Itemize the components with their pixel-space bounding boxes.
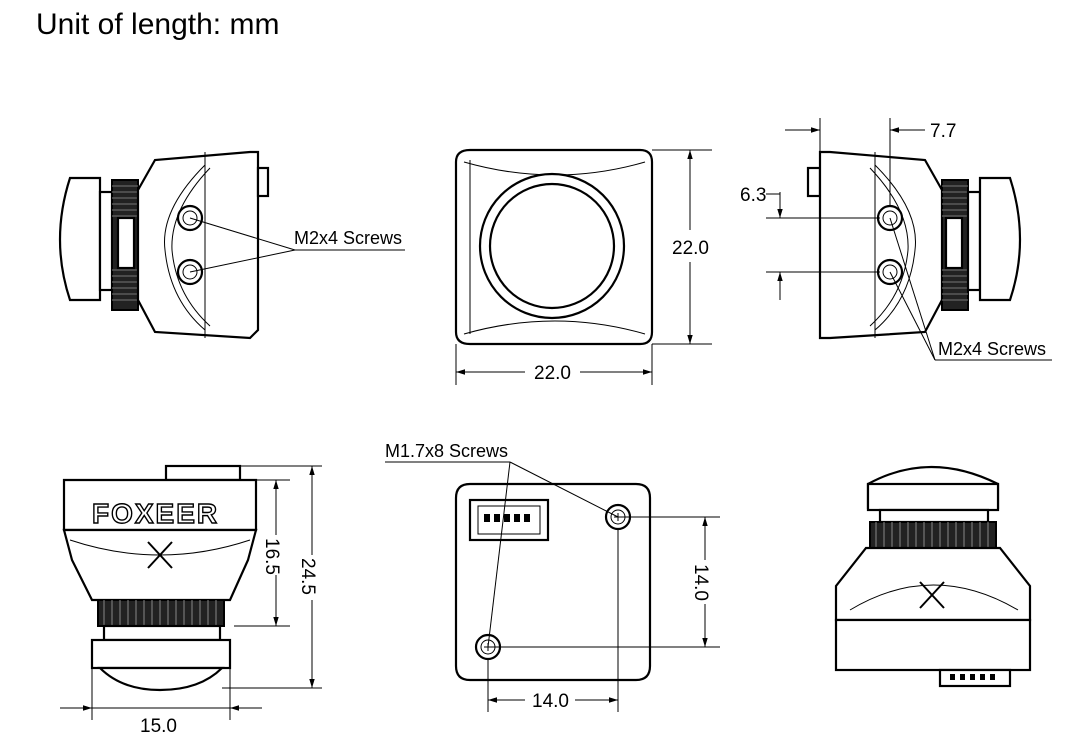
right-spacing-dim: 6.3 xyxy=(740,185,766,206)
isometric-view xyxy=(834,465,1032,688)
page-title: Unit of length: mm xyxy=(36,8,280,41)
left-side-view: M2x4 Screws xyxy=(58,150,405,340)
body-height-dim: 16.5 xyxy=(261,538,282,575)
bottom-width-dim: 15.0 xyxy=(140,716,177,737)
total-height-dim: 24.5 xyxy=(297,558,318,595)
back-horizontal-dim: 14.0 xyxy=(532,691,569,712)
back-view: M1.7x8 Screws 14.0 14.0 xyxy=(385,441,720,712)
back-vertical-dim: 14.0 xyxy=(690,564,711,601)
front-width-dim: 22.0 xyxy=(534,363,571,384)
x-logo-icon xyxy=(147,541,173,569)
brand-logo: FOXEER xyxy=(92,498,219,529)
front-height-dim: 22.0 xyxy=(672,238,709,259)
iso-x-logo-icon xyxy=(919,581,945,609)
front-bottom-view: FOXEER xyxy=(60,464,322,737)
left-screw-label: M2x4 Screws xyxy=(294,228,402,248)
front-view: 22.0 22.0 xyxy=(454,148,712,385)
right-side-view: 7.7 6.3 M2x4 Screws xyxy=(740,118,1052,361)
back-screw-label: M1.7x8 Screws xyxy=(385,441,508,461)
right-screw-label: M2x4 Screws xyxy=(938,339,1046,359)
right-offset-dim: 7.7 xyxy=(930,121,956,142)
